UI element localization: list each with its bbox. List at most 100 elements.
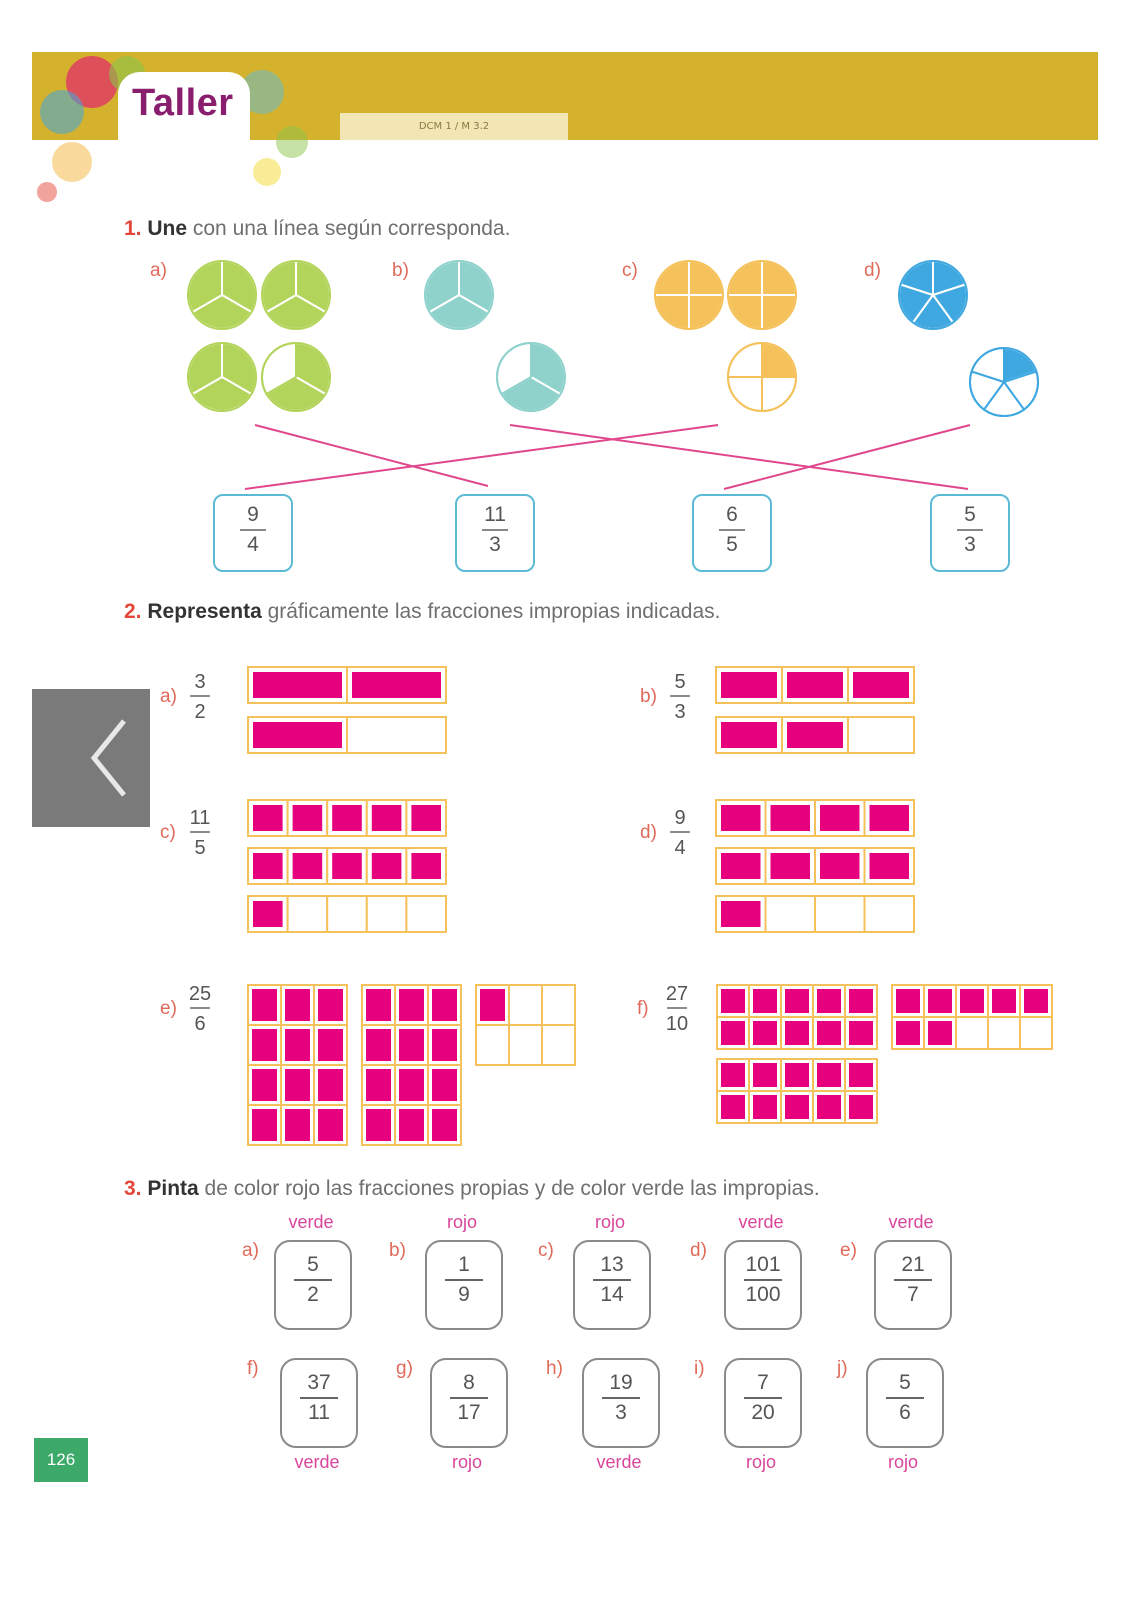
q1-verb: Une [147,217,188,240]
bar-cell-fill [721,672,777,698]
q2-e-unit-5 [475,984,576,1066]
grid-cell-fill [285,1029,310,1061]
curriculum-reference: DCM 1 / M 3.2 [340,113,568,140]
bar-cell-fill [853,672,909,698]
q2-item-letter: f) [637,998,649,1019]
bar-cell [365,895,408,933]
q3-answer-tag: rojo [887,1452,918,1472]
pie-d-1 [898,259,968,330]
grid-cell-fill [721,989,745,1013]
q3-text: de color rojo las fracciones propias y d… [198,1177,820,1200]
q3-num: 5 [899,1371,911,1394]
back-button[interactable] [32,689,150,827]
q3-den: 7 [907,1282,919,1306]
q1-answer-3-num: 6 [726,503,738,526]
q2-item-den: 2 [194,701,205,723]
q3-row1-label-2: b) [389,1240,406,1261]
match-line-2 [509,424,969,490]
grid-cell-fill [366,1109,391,1141]
q1-number: 1. [124,217,142,240]
grid-cell-fill [817,1095,841,1119]
q1-answer-1-num: 9 [247,503,259,526]
q1-label-c: c) [622,260,638,281]
paint-splash-decoration [37,56,308,202]
bar-cell-fill [721,805,761,831]
q3-num: 7 [757,1371,769,1394]
q3-answer-tag: rojo [745,1452,776,1472]
match-line-4 [723,424,971,490]
bar-cell-fill [253,901,283,927]
q2-item-letter: b) [640,686,657,707]
q2-text: gráficamente las fracciones impropias in… [261,600,721,623]
bar-cell-fill [253,672,342,698]
grid-cell-fill [896,1021,920,1045]
bar-cell-fill [869,853,909,879]
pie-c-2 [726,259,798,331]
grid-cell [541,1024,576,1066]
q2-a-unit-1 [247,666,447,704]
pie-outline [969,347,1039,417]
q3-title: 3. Pinta de color rojo las fracciones pr… [124,1177,820,1201]
bar-cell-fill [411,805,441,831]
q3-num: 1 [458,1253,470,1276]
grid-cell-fill [318,989,343,1021]
q3-answer-tag: rojo [594,1212,625,1232]
pie-a-1 [187,259,257,330]
q2-c-unit-3 [247,895,447,933]
grid-cell-fill [399,989,424,1021]
q1-circles [187,259,1039,490]
bar-cell [326,895,368,933]
bar-cell-fill [253,805,283,831]
match-line-1 [254,424,489,487]
grid-cell-fill [432,1109,457,1141]
pie-c-3 [726,341,798,413]
q3-den: 14 [600,1282,624,1306]
q2-label-e: e)256 [160,983,211,1035]
q2-item-num: 5 [674,671,685,693]
pie-a-2 [261,259,331,330]
grid-cell-fill [252,1069,277,1101]
grid-cell-fill [366,989,391,1021]
q2-e-unit-1 [247,984,348,1066]
q3-answer-tag: verde [596,1452,642,1472]
bar-cell-fill [721,853,761,879]
grid-cell-fill [366,1029,391,1061]
q1-answer-4-num: 5 [964,503,976,526]
q2-f-unit-2 [716,1058,878,1124]
match-line-3 [244,424,719,490]
q2-label-a: a)32 [160,671,210,723]
q2-item-num: 3 [194,671,205,693]
grid-cell [508,984,543,1026]
q2-item-num: 25 [189,983,211,1005]
q2-item-letter: c) [160,822,176,843]
grid-cell-fill [992,989,1016,1013]
q3-den: 17 [457,1400,481,1424]
q2-item-den: 5 [194,837,205,859]
q2-b-unit-1 [715,666,915,704]
bar-cell [286,895,329,933]
pie-outline [261,260,331,330]
q2-d-unit-2 [715,847,915,885]
pie-outline [727,260,797,330]
q2-c-unit-1 [247,799,447,837]
taller-tab [118,72,250,202]
q2-item-num: 9 [674,807,685,829]
grid-cell-fill [753,1063,777,1087]
q2-number: 2. [124,600,142,623]
q2-f-unit-1 [716,984,878,1050]
grid-cell-fill [399,1029,424,1061]
grid-cell [955,1016,989,1050]
grid-cell-fill [432,1029,457,1061]
